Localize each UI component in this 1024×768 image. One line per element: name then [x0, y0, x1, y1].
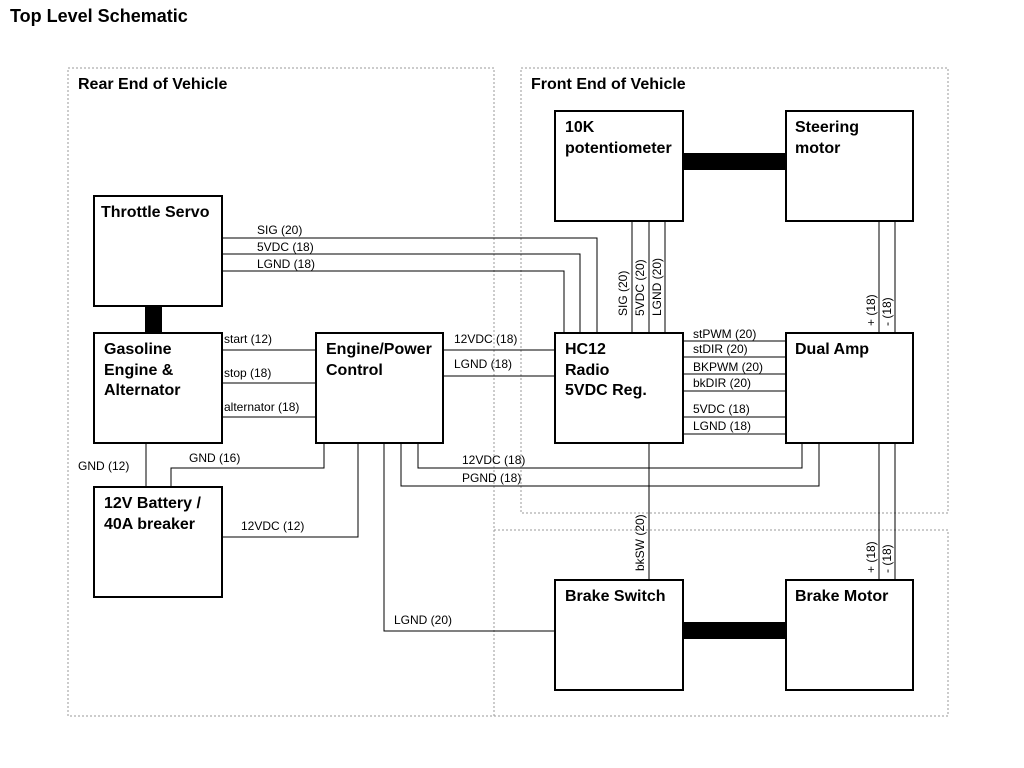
servo-lgnd-wire: [222, 270, 565, 333]
steering-motor-block: Steering motor: [785, 110, 914, 222]
amp-pgnd-label: PGND (18): [462, 471, 521, 485]
rear-region-outline: [67, 67, 495, 717]
potentiometer-label: 10K potentiometer: [565, 119, 672, 157]
stdir-label: stDIR (20): [693, 342, 748, 356]
alternator-label: alternator (18): [224, 400, 299, 414]
brake-plus-label: + (18): [864, 541, 878, 573]
brake-switch-label: Brake Switch: [565, 588, 665, 605]
pot-lgnd-label: LGND (20): [650, 258, 664, 316]
batt-12vdc-label: 12VDC (12): [241, 519, 304, 533]
servo-engine-coupling: [145, 306, 162, 333]
gasoline-engine-block: Gasoline Engine & Alternator: [93, 332, 223, 444]
battery-block: 12V Battery / 40A breaker: [93, 486, 223, 598]
pot-5vdc-label: 5VDC (20): [633, 259, 647, 316]
hc12-radio-label: HC12 Radio 5VDC Reg.: [565, 341, 647, 399]
dual-amp-label: Dual Amp: [795, 341, 869, 358]
front-region-outline: [520, 67, 949, 514]
start-label: start (12): [224, 332, 272, 346]
steering-motor-label: Steering motor: [795, 119, 863, 157]
gnd-12-label: GND (12): [78, 459, 129, 473]
servo-sig-label: SIG (20): [257, 223, 302, 237]
amp-5vdc-label: 5VDC (18): [693, 402, 750, 416]
potentiometer-block: 10K potentiometer: [554, 110, 684, 222]
pot-sig-label: SIG (20): [616, 271, 630, 316]
steer-plus-label: + (18): [864, 294, 878, 326]
gnd-16-label: GND (16): [189, 451, 240, 465]
stop-label: stop (18): [224, 366, 271, 380]
batt-12vdc-wire: [222, 443, 359, 538]
engine-power-control-label: Engine/Power Control: [326, 341, 436, 379]
servo-5vdc-wire: [222, 253, 581, 333]
amp-pgnd-wire: [400, 443, 820, 487]
pot-steering-coupling: [683, 153, 786, 170]
amp-12vdc-wire: [417, 443, 803, 469]
battery-label: 12V Battery / 40A breaker: [104, 495, 205, 533]
amp-12vdc-label: 12VDC (18): [462, 453, 525, 467]
stpwm-label: stPWM (20): [693, 327, 756, 341]
page-title: Top Level Schematic: [10, 6, 188, 26]
hc12-radio-block: HC12 Radio 5VDC Reg.: [554, 332, 684, 444]
brake-minus-label: - (18): [880, 544, 894, 573]
bksw-label: bkSW (20): [633, 514, 647, 571]
epc-12vdc-label: 12VDC (18): [454, 332, 517, 346]
amp-lgnd-label: LGND (18): [693, 419, 751, 433]
throttle-servo-block: Throttle Servo: [93, 195, 223, 307]
gasoline-engine-label: Gasoline Engine & Alternator: [104, 341, 180, 399]
bkdir-label: bkDIR (20): [693, 376, 751, 390]
rear-region-label: Rear End of Vehicle: [78, 76, 227, 93]
bkpwm-label: BKPWM (20): [693, 360, 763, 374]
switch-brake-coupling: [683, 622, 786, 639]
brake-motor-label: Brake Motor: [795, 588, 888, 605]
brake-lgnd-label: LGND (20): [394, 613, 452, 627]
steer-minus-label: - (18): [880, 297, 894, 326]
servo-lgnd-label: LGND (18): [257, 257, 315, 271]
epc-lgnd-label: LGND (18): [454, 357, 512, 371]
servo-5vdc-label: 5VDC (18): [257, 240, 314, 254]
engine-power-control-block: Engine/Power Control: [315, 332, 444, 444]
brake-switch-block: Brake Switch: [554, 579, 684, 691]
brake-lgnd-wire: [383, 443, 555, 632]
front-region-label: Front End of Vehicle: [531, 76, 686, 93]
dual-amp-block: Dual Amp: [785, 332, 914, 444]
brake-motor-block: Brake Motor: [785, 579, 914, 691]
servo-sig-wire: [222, 237, 598, 333]
wires: [145, 221, 896, 632]
gnd-16-wire: [170, 443, 325, 487]
throttle-servo-label: Throttle Servo: [101, 204, 210, 221]
